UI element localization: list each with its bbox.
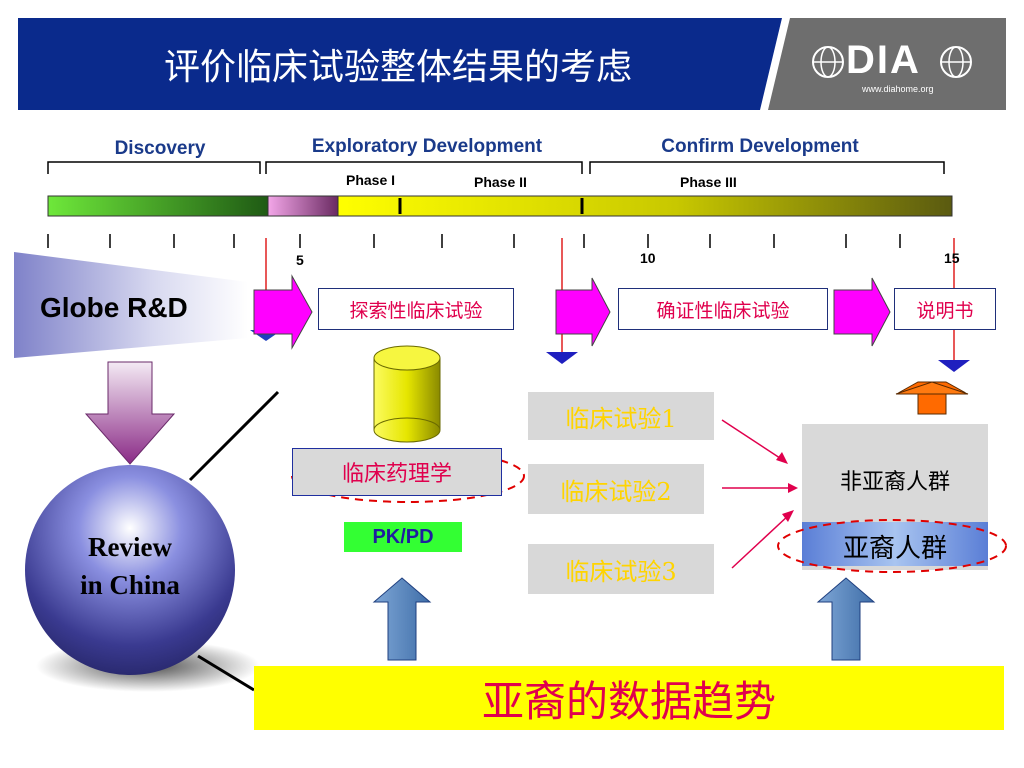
phase-confirm: Confirm Development — [661, 136, 859, 157]
clinical-pharmacology-box: 临床药理学 — [292, 448, 502, 496]
phase-1-label: Phase I — [346, 172, 396, 188]
logo-name: DIA — [846, 38, 921, 82]
year-15: 15 — [944, 250, 960, 266]
asian-population: 亚裔人群 — [842, 534, 947, 564]
year-5: 5 — [296, 252, 304, 268]
header-banner — [18, 18, 1006, 110]
dia-logo-icon — [812, 46, 972, 78]
confirmatory-trial-box: 确证性临床试验 — [618, 288, 828, 330]
asian-data-trend-banner: 亚裔的数据趋势 — [481, 676, 776, 726]
logo-url: www.diahome.org — [862, 84, 934, 94]
review-line-1: Review — [88, 532, 172, 562]
pkpd-badge: PK/PD — [344, 522, 462, 552]
phase-2-label: Phase II — [474, 174, 527, 190]
trial-1-box: 临床试验1 — [528, 392, 714, 440]
year-10: 10 — [640, 250, 656, 266]
review-line-2: in China — [80, 570, 180, 600]
page-title: 评价临床试验整体结果的考虑 — [163, 47, 632, 88]
review-in-china: Review in China — [40, 528, 220, 604]
globe-rd-label: Globe R&D — [40, 292, 188, 323]
exploratory-trial-box: 探索性临床试验 — [318, 288, 514, 330]
label-doc-box: 说明书 — [894, 288, 996, 330]
phase-exploratory: Exploratory Development — [311, 136, 543, 157]
trial-2-box: 临床试验2 — [528, 464, 704, 514]
non-asian-population: 非亚裔人群 — [839, 470, 950, 495]
trial-3-box: 临床试验3 — [528, 544, 714, 594]
phase-discovery: Discovery — [114, 138, 206, 159]
phase-3-label: Phase III — [680, 174, 737, 190]
